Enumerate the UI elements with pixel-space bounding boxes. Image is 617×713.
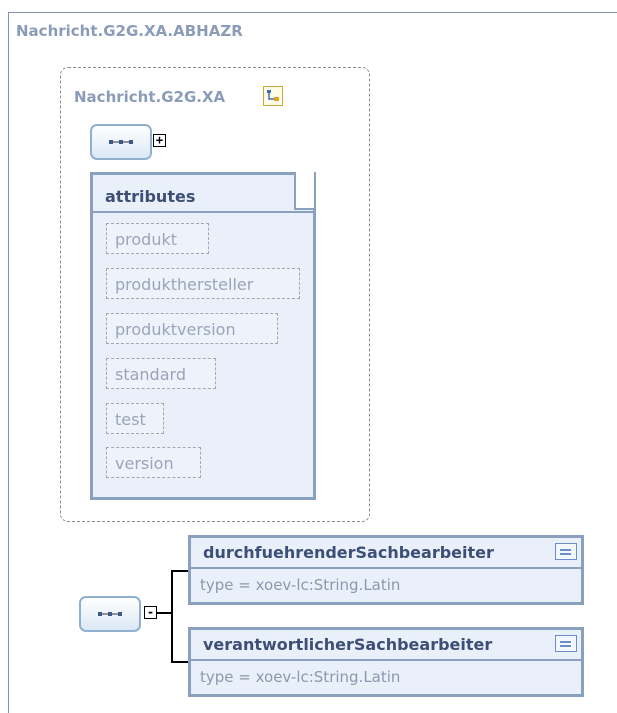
connector-line bbox=[157, 612, 172, 614]
base-type-title: Nachricht.G2G.XA bbox=[74, 88, 226, 106]
sequence-compositor-icon[interactable] bbox=[79, 596, 141, 632]
attribute-test[interactable]: test bbox=[106, 403, 164, 434]
sequence-compositor-icon[interactable] bbox=[90, 124, 152, 160]
collapse-button[interactable]: - bbox=[144, 606, 157, 619]
element-header: durchfuehrenderSachbearbeiter bbox=[191, 538, 581, 569]
attribute-version[interactable]: version bbox=[106, 447, 201, 478]
attributes-header-tab bbox=[294, 172, 316, 210]
connector-line bbox=[171, 570, 173, 662]
element-durchfuehrender-sachbearbeiter[interactable]: durchfuehrenderSachbearbeiter type = xoe… bbox=[188, 535, 584, 605]
attribute-produktversion[interactable]: produktversion bbox=[106, 313, 278, 344]
attributes-group: attributes produkt produkthersteller pro… bbox=[90, 172, 316, 500]
attribute-produkt[interactable]: produkt bbox=[106, 223, 209, 254]
connector-line bbox=[171, 570, 188, 572]
element-name: durchfuehrenderSachbearbeiter bbox=[203, 543, 494, 562]
documentation-icon[interactable] bbox=[555, 635, 577, 652]
element-name: verantwortlicherSachbearbeiter bbox=[203, 635, 493, 654]
complex-type-frame bbox=[8, 12, 617, 713]
connector-line bbox=[171, 661, 188, 663]
attributes-header-label: attributes bbox=[105, 187, 196, 206]
complex-type-title: Nachricht.G2G.XA.ABHAZR bbox=[16, 22, 243, 40]
attributes-header: attributes bbox=[93, 172, 316, 213]
element-type: type = xoev-lc:String.Latin bbox=[200, 576, 401, 594]
expand-button[interactable]: + bbox=[153, 134, 166, 147]
attribute-produkthersteller[interactable]: produkthersteller bbox=[106, 268, 300, 299]
attribute-standard[interactable]: standard bbox=[106, 358, 216, 389]
element-type: type = xoev-lc:String.Latin bbox=[200, 668, 401, 686]
base-type-extension-frame bbox=[60, 67, 370, 522]
element-header: verantwortlicherSachbearbeiter bbox=[191, 630, 581, 661]
element-verantwortlicher-sachbearbeiter[interactable]: verantwortlicherSachbearbeiter type = xo… bbox=[188, 627, 584, 697]
type-derivation-icon bbox=[263, 86, 283, 106]
documentation-icon[interactable] bbox=[555, 543, 577, 560]
